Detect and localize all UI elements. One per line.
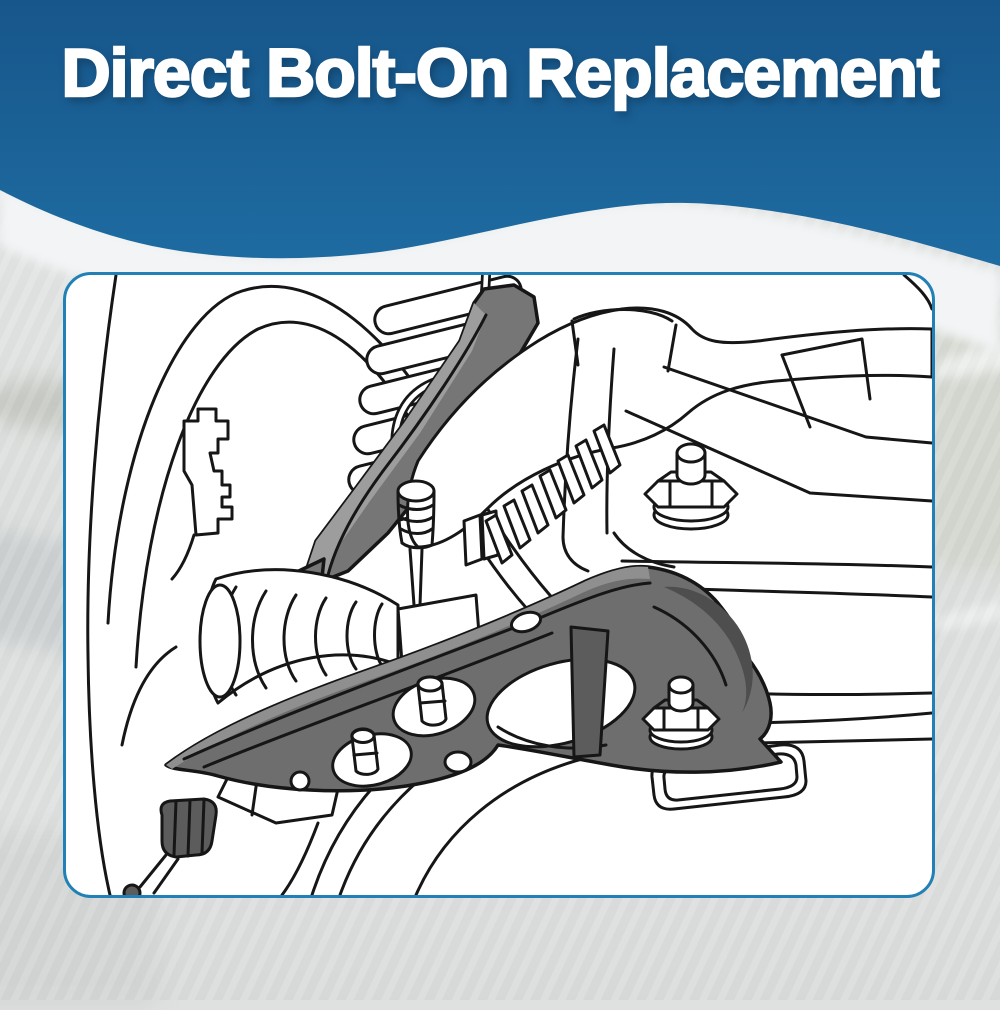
background-streak bbox=[928, 330, 1000, 386]
bellows-rack bbox=[462, 423, 622, 567]
lower-control-arm bbox=[164, 564, 783, 793]
sensor-bracket bbox=[170, 407, 234, 581]
threaded-stud bbox=[396, 479, 436, 607]
background-trees-right bbox=[928, 300, 1000, 570]
illustration-card bbox=[63, 272, 935, 898]
page-title: Direct Bolt-On Replacement bbox=[60, 34, 941, 113]
ball-joint-shade bbox=[664, 586, 753, 713]
background-streak-2 bbox=[924, 592, 1000, 636]
tire-edge bbox=[86, 275, 118, 895]
link-rod bbox=[569, 625, 610, 759]
stud-lower bbox=[350, 727, 380, 776]
stud-upper bbox=[416, 675, 448, 727]
mounting-bolt-lower bbox=[641, 675, 721, 751]
mounting-bolt-upper bbox=[643, 442, 739, 531]
suspension-diagram bbox=[86, 275, 932, 895]
